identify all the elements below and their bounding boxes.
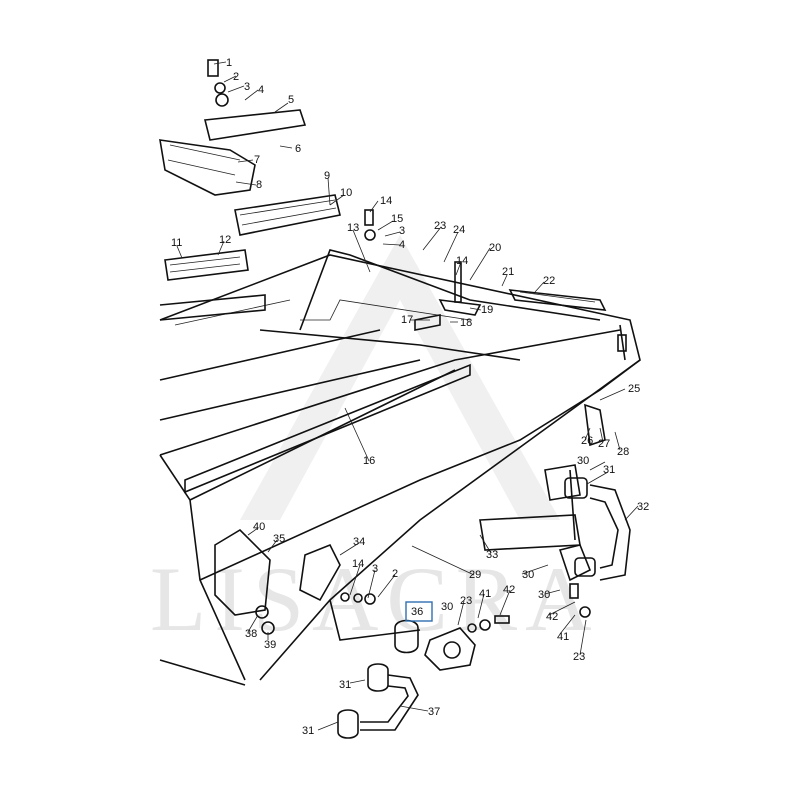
label-14-mid: 14 bbox=[456, 255, 468, 267]
label-25: 25 bbox=[628, 383, 640, 395]
label-4: 4 bbox=[258, 84, 264, 96]
label-14-low: 14 bbox=[352, 558, 364, 570]
label-4-mid: 4 bbox=[399, 239, 405, 251]
label-31-low: 31 bbox=[302, 725, 314, 737]
label-12: 12 bbox=[219, 234, 231, 246]
label-34: 34 bbox=[353, 536, 365, 548]
label-30-right-low: 30 bbox=[538, 589, 550, 601]
label-3-mid: 3 bbox=[399, 225, 405, 237]
label-40: 40 bbox=[253, 521, 265, 533]
label-3-low: 3 bbox=[372, 563, 378, 575]
label-32: 32 bbox=[637, 501, 649, 513]
label-30-right-top: 30 bbox=[577, 455, 589, 467]
label-7: 7 bbox=[254, 154, 260, 166]
label-41-low: 41 bbox=[557, 631, 569, 643]
label-30-right-mid: 30 bbox=[522, 569, 534, 581]
label-15: 15 bbox=[391, 213, 403, 225]
label-6: 6 bbox=[295, 143, 301, 155]
label-1: 1 bbox=[226, 57, 232, 69]
label-23-low: 23 bbox=[573, 651, 585, 663]
label-22: 22 bbox=[543, 275, 555, 287]
label-36: 36 bbox=[411, 606, 423, 618]
label-37: 37 bbox=[428, 706, 440, 718]
label-17: 17 bbox=[401, 314, 413, 326]
label-27: 27 bbox=[598, 438, 610, 450]
label-42-low: 42 bbox=[546, 611, 558, 623]
label-8: 8 bbox=[256, 179, 262, 191]
label-38: 38 bbox=[245, 628, 257, 640]
label-18: 18 bbox=[460, 317, 472, 329]
label-31-mid: 31 bbox=[339, 679, 351, 691]
label-29: 29 bbox=[469, 569, 481, 581]
callout-labels: 1 2 3 4 5 6 7 8 9 10 11 12 13 14 15 3 4 … bbox=[171, 57, 649, 737]
label-11: 11 bbox=[171, 237, 182, 249]
label-5: 5 bbox=[288, 94, 294, 106]
label-41-top: 41 bbox=[479, 588, 491, 600]
label-33: 33 bbox=[486, 549, 498, 561]
label-16: 16 bbox=[363, 455, 375, 467]
label-20: 20 bbox=[489, 242, 501, 254]
highlight-box bbox=[405, 601, 433, 622]
chassis-frame bbox=[159, 249, 641, 686]
label-28: 28 bbox=[617, 446, 629, 458]
label-24: 24 bbox=[453, 224, 465, 236]
label-2-low: 2 bbox=[392, 568, 398, 580]
label-31-right: 31 bbox=[603, 464, 615, 476]
label-2: 2 bbox=[233, 71, 239, 83]
label-23-top: 23 bbox=[434, 220, 446, 232]
label-21: 21 bbox=[502, 266, 514, 278]
label-35: 35 bbox=[273, 533, 285, 545]
label-14-top: 14 bbox=[380, 195, 392, 207]
label-39: 39 bbox=[264, 639, 276, 651]
label-10: 10 bbox=[340, 187, 352, 199]
label-9: 9 bbox=[324, 170, 330, 182]
label-42-top: 42 bbox=[503, 584, 515, 596]
label-26: 26 bbox=[581, 435, 593, 447]
label-3: 3 bbox=[244, 81, 250, 93]
label-19: 19 bbox=[481, 304, 493, 316]
label-30-low: 30 bbox=[441, 601, 453, 613]
lower-assemblies bbox=[214, 528, 510, 739]
label-13: 13 bbox=[347, 222, 359, 234]
label-23-mid: 23 bbox=[460, 595, 472, 607]
leader-lines bbox=[176, 61, 639, 731]
